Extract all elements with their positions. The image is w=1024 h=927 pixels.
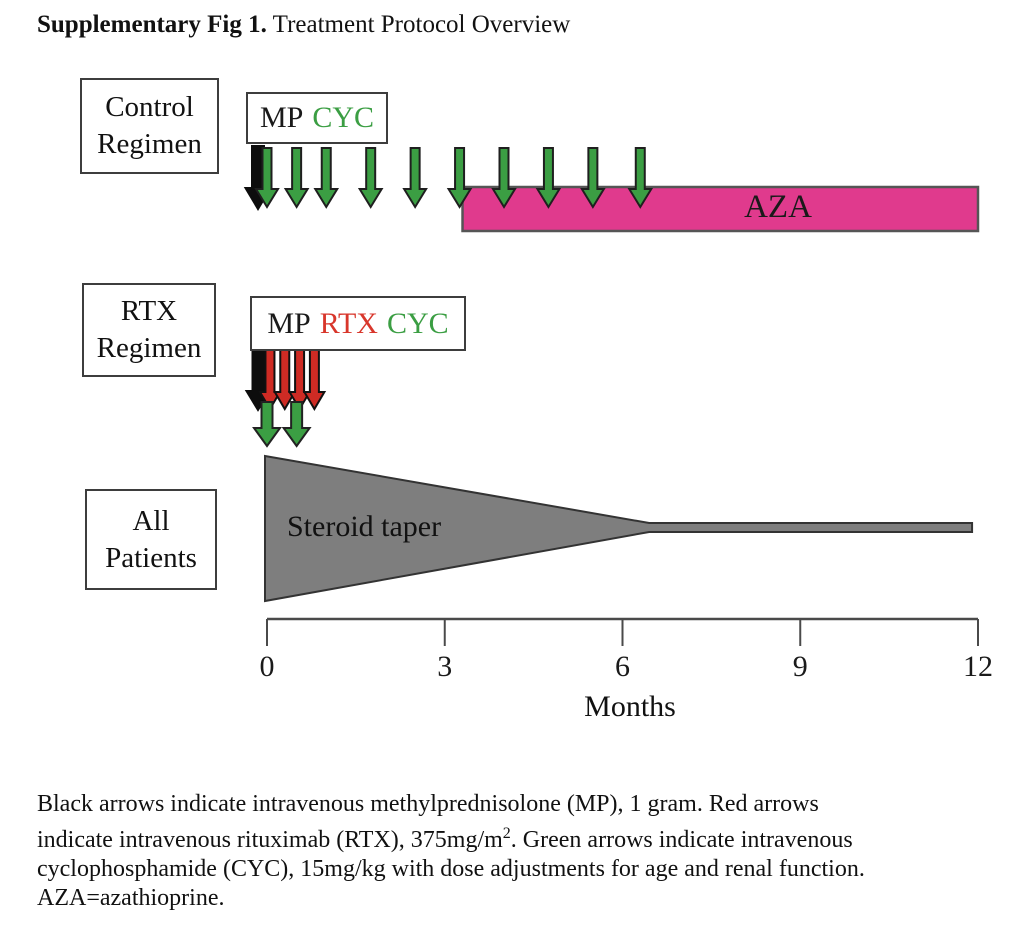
caption-line2-pre: indicate intravenous rituximab (RTX), 37… — [37, 827, 503, 853]
rtx-rituximab-arrow — [302, 348, 327, 411]
figure-caption: Black arrows indicate intravenous methyl… — [37, 790, 987, 913]
axis-tick-label: 12 — [963, 650, 993, 683]
rtx-rituximab-arrow — [273, 348, 297, 411]
axis-tick-label: 6 — [615, 650, 630, 683]
control-regimen-label-line2: Regimen — [97, 128, 202, 160]
all-patients-label-line2: Patients — [105, 541, 197, 574]
control-legend-cyc: CYC — [312, 101, 375, 134]
control-cyc-arrow — [283, 147, 310, 209]
control-cyc-arrow — [357, 147, 384, 209]
all-patients-label-box: All Patients — [85, 489, 217, 590]
rtx-regimen-label-box: RTX Regimen — [82, 283, 216, 377]
rtx-regimen-label-line2: Regimen — [96, 332, 202, 364]
control-cyc-arrow — [313, 147, 340, 209]
control-cyc-arrow — [580, 147, 606, 209]
rtx-legend-cyc: CYC — [386, 306, 449, 340]
aza-bar-label: AZA — [744, 189, 812, 225]
all-patients-label-line1: All — [132, 504, 170, 537]
control-regimen-label-line1: Control — [105, 91, 194, 123]
caption-superscript: 2 — [502, 825, 511, 842]
steroid-taper-shape — [264, 454, 974, 603]
control-cyc-arrow — [402, 147, 428, 209]
figure-title: Supplementary Fig 1. Treatment Protocol … — [37, 11, 570, 39]
figure-title-text: Treatment Protocol Overview — [266, 11, 571, 38]
axis-tick-label: 3 — [437, 650, 452, 683]
control-cyc-arrow — [535, 147, 562, 209]
rtx-cyc-arrow — [252, 401, 282, 448]
rtx-legend-rtx: RTX — [319, 306, 378, 340]
rtx-cyc-arrow — [281, 401, 312, 448]
caption-line4: AZA=azathioprine. — [37, 885, 225, 911]
figure-title-number: Supplementary Fig 1. — [37, 11, 267, 38]
control-cyc-arrow — [446, 147, 473, 209]
rtx-legend-mp: MP — [267, 306, 311, 340]
control-cyc-arrow — [254, 147, 280, 209]
caption-line2-post: . Green arrows indicate intravenous — [510, 827, 853, 853]
control-legend-box: MP CYC — [246, 92, 388, 144]
caption-line1: Black arrows indicate intravenous methyl… — [37, 791, 819, 817]
control-cyc-arrow — [491, 147, 517, 209]
rtx-regimen-label-line1: RTX — [120, 295, 178, 327]
steroid-taper-label: Steroid taper — [287, 510, 442, 543]
rtx-legend-box: MP RTX CYC — [250, 296, 466, 351]
control-cyc-arrow — [627, 147, 654, 209]
axis-tick-label: 0 — [260, 650, 275, 683]
axis-tick-label: 9 — [793, 650, 808, 683]
control-legend-mp: MP — [259, 101, 304, 134]
control-regimen-label-box: Control Regimen — [80, 78, 219, 174]
axis-title: Months — [584, 690, 676, 723]
rtx-rituximab-arrow — [287, 348, 312, 411]
caption-line3: cyclophosphamide (CYC), 15mg/kg with dos… — [37, 856, 865, 882]
